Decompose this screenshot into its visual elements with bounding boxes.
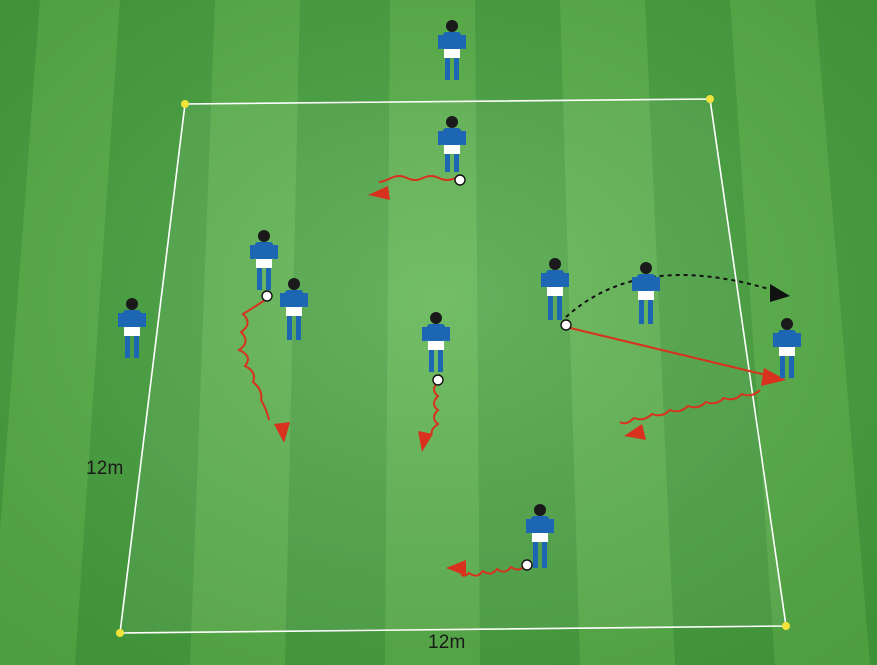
players xyxy=(118,20,801,571)
bottom-dimension-label: 12m xyxy=(428,632,466,653)
player-icon xyxy=(422,312,450,372)
dribble-path xyxy=(378,175,456,183)
cone-icon xyxy=(116,629,124,637)
ball-icon xyxy=(521,559,533,571)
ball-icon xyxy=(560,319,572,331)
cone-icon xyxy=(782,622,790,630)
dribble-path xyxy=(236,299,270,421)
player-icon xyxy=(541,258,569,320)
dribble-paths xyxy=(236,175,761,577)
arrowhead-icon xyxy=(274,422,290,443)
ball-icon xyxy=(432,374,444,386)
arrowhead-icon xyxy=(446,560,466,576)
arrowhead-icon xyxy=(624,424,646,440)
dribble-path xyxy=(619,389,761,425)
pass-path xyxy=(565,326,786,386)
player-icon xyxy=(118,298,146,358)
dribble-arrowheads xyxy=(274,186,646,576)
arrowhead-icon xyxy=(770,284,790,302)
dribble-path xyxy=(430,381,440,435)
player-icon xyxy=(773,318,801,378)
player-icon xyxy=(250,230,278,290)
ball-icon xyxy=(454,174,466,186)
arrowhead-icon xyxy=(368,186,390,200)
dribble-path xyxy=(460,564,526,577)
player-icon xyxy=(280,278,308,340)
player-icon xyxy=(632,262,660,324)
ball-icon xyxy=(261,290,273,302)
player-icon xyxy=(438,20,466,80)
cone-icon xyxy=(706,95,714,103)
arrowhead-icon xyxy=(418,431,433,452)
player-icon xyxy=(526,504,554,568)
arrowhead-icon xyxy=(761,368,786,386)
training-area xyxy=(116,95,790,637)
cone-icon xyxy=(181,100,189,108)
player-icon xyxy=(438,116,466,172)
side-dimension-label: 12m xyxy=(86,458,124,479)
